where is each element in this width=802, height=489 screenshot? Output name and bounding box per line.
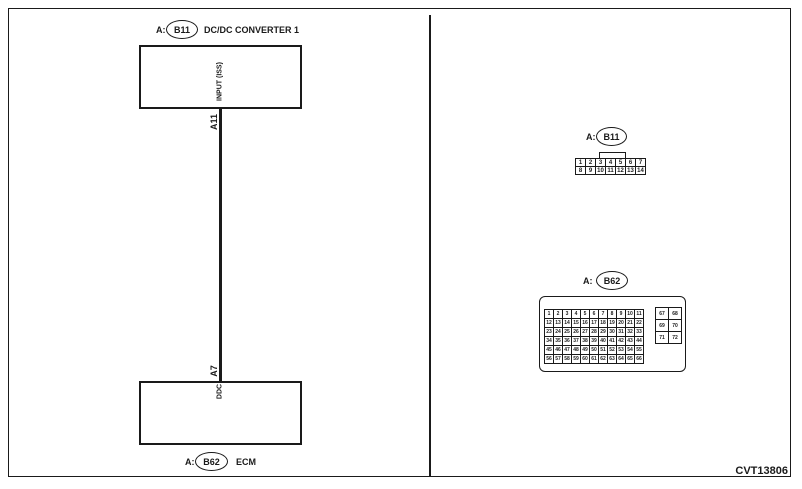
b62-prefix: A: [583, 276, 593, 286]
top-pin-name: INPUT (ISS) [216, 62, 224, 101]
bottom-connector-prefix: A: [185, 457, 195, 467]
bottom-connector-badge: B62 [195, 452, 228, 471]
b11-badge: B11 [596, 127, 627, 146]
b11-key-tab [599, 152, 626, 158]
top-connector-badge: B11 [166, 20, 198, 39]
figure-code: CVT13806 [735, 465, 788, 477]
ecm-box [139, 381, 302, 445]
b11-pin-cell: 14 [635, 166, 646, 175]
dcdc-converter-box [139, 45, 302, 109]
signal-wire [219, 107, 222, 383]
diagram-frame [8, 8, 791, 477]
top-component-name: DC/DC CONVERTER 1 [204, 25, 300, 35]
b62-badge: B62 [596, 271, 628, 290]
b11-prefix: A: [586, 132, 596, 142]
top-connector-prefix: A: [156, 25, 166, 35]
b62-side-pin-cell: 72 [668, 331, 682, 344]
b62-side-pin-cell: 71 [655, 331, 669, 344]
bottom-component-name: ECM [236, 457, 256, 467]
panel-divider [429, 15, 431, 476]
b62-pin-cell: 66 [634, 354, 644, 364]
top-pin-number: A11 [209, 114, 219, 131]
bottom-pin-name: DDC [216, 383, 224, 400]
